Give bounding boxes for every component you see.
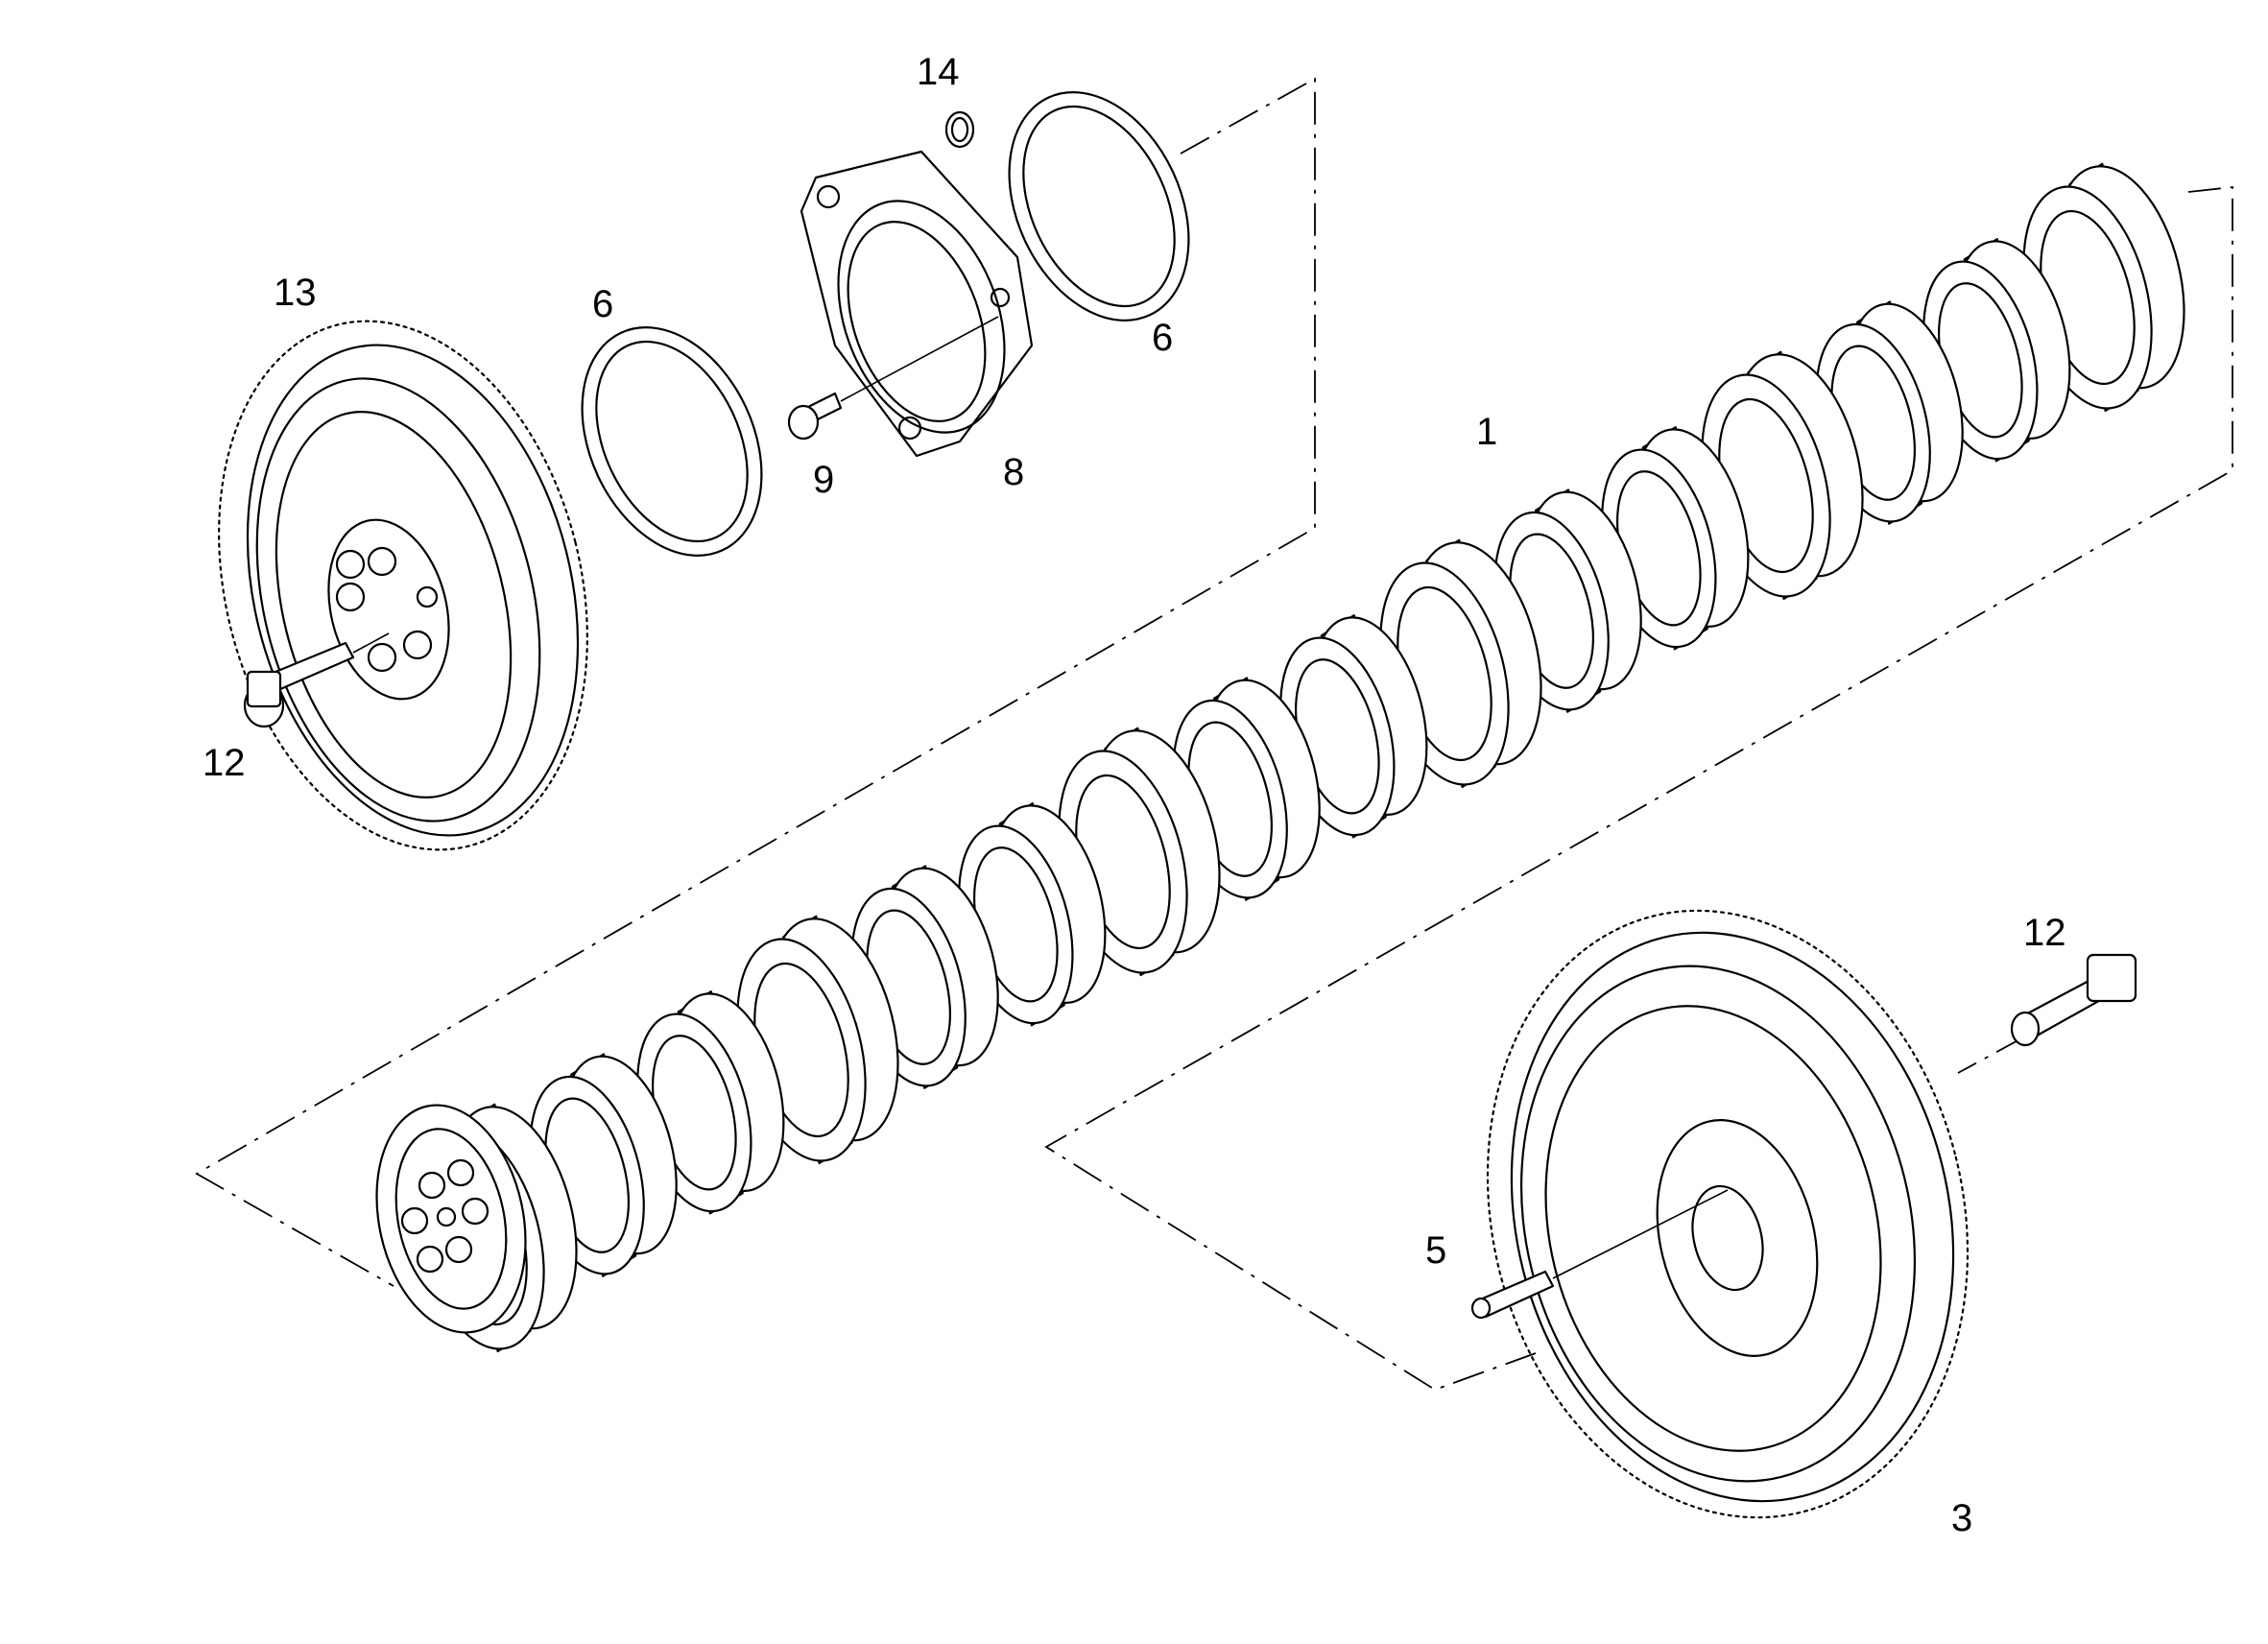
gear-13	[218, 320, 588, 851]
thrust-plate-8	[800, 150, 1034, 458]
bolt-12-right	[2010, 953, 2137, 1047]
callout-1: 1	[1476, 411, 1498, 453]
callout-12-right: 12	[2023, 912, 2066, 954]
seal-ring-6-right	[1008, 91, 1190, 322]
assembly-guide-lines	[195, 77, 2233, 1391]
camshaft-flange	[375, 1104, 527, 1334]
camshaft-lobe	[1279, 614, 1428, 839]
camshaft-journal	[2022, 162, 2185, 413]
callout-12-left: 12	[203, 742, 246, 784]
callout-5: 5	[1425, 1229, 1447, 1272]
callout-3: 3	[1951, 1497, 1973, 1539]
camshaft-lobe	[529, 1053, 678, 1277]
dowel-pin-5	[1470, 1189, 1729, 1320]
leader-lines	[352, 632, 390, 654]
callout-13: 13	[274, 272, 317, 314]
camshaft-lobe	[958, 802, 1107, 1027]
bolt-12-left	[243, 641, 355, 728]
o-ring-14	[944, 110, 975, 149]
camshaft-lobe	[850, 865, 999, 1089]
camshaft-lobe	[636, 990, 785, 1215]
callout-6-left: 6	[592, 283, 614, 325]
bolt-9	[787, 316, 999, 441]
callout-9: 9	[813, 459, 835, 501]
callout-14: 14	[917, 51, 960, 93]
gear-3	[1486, 909, 1970, 1519]
camshaft-journal	[1701, 350, 1864, 601]
callout-8: 8	[1003, 451, 1025, 493]
callout-6-right: 6	[1152, 317, 1174, 359]
seal-ring-6-left	[581, 326, 763, 557]
